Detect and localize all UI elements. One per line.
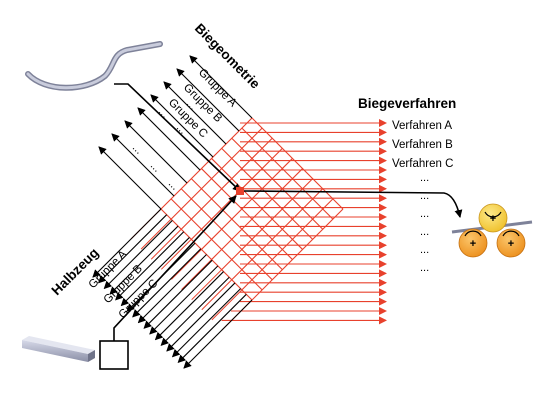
raw-material-bar-image (22, 336, 95, 362)
halbzeug-arrow-15 (177, 293, 247, 364)
halbzeug-arrow-12 (160, 276, 230, 346)
grid-extension (150, 228, 182, 260)
grid-extension (211, 289, 243, 321)
svg-text:...: ... (420, 190, 429, 202)
halbzeug-arrow-9 (143, 259, 213, 329)
grid-extension (140, 218, 172, 250)
roller-top-sign: + (490, 213, 496, 225)
geometry-arrow-1 (111, 133, 175, 197)
geometry-arrow-0 (98, 146, 162, 210)
grid-line (251, 117, 344, 210)
grid-line (180, 188, 273, 281)
geometry-arrow-2 (124, 120, 188, 184)
verfahren-b: Verfahren B (392, 139, 453, 151)
grid-line (231, 137, 324, 230)
grid-line (201, 168, 293, 260)
selected-node (236, 187, 244, 195)
geometry-arrow-7 (189, 55, 253, 119)
grid-line (180, 137, 273, 230)
grid-extension (171, 249, 202, 280)
geometry-arrow-6 (176, 68, 240, 132)
grid-line (211, 168, 303, 260)
geometry-arrow-5 (163, 81, 227, 145)
bending-rollers-image: + + + (451, 203, 533, 258)
grid-line (201, 158, 293, 250)
grid-line (211, 158, 303, 250)
halbzeug-arrow-7 (132, 248, 202, 318)
svg-text:...: ... (420, 262, 429, 274)
svg-text:...: ... (420, 208, 429, 220)
halbzeug-arrow-13 (166, 282, 236, 352)
svg-text:...: ... (420, 226, 429, 238)
geometry-arrow-4 (150, 94, 214, 158)
grid-extension (181, 259, 212, 290)
halbzeug-arrow-16 (183, 299, 253, 369)
halbzeug-arrow-5 (120, 237, 190, 307)
halbzeug-arrow-14 (171, 288, 242, 358)
grid-extension (191, 269, 223, 301)
verfahren-a: Verfahren A (392, 120, 452, 132)
halbzeug-arrow-0 (92, 208, 162, 278)
grid-line (231, 188, 324, 281)
halbzeug-arrow-2 (103, 219, 173, 290)
grid-line (160, 117, 253, 210)
geometry-arrow-3 (137, 107, 201, 171)
selection-path (113, 83, 463, 341)
grid-line (221, 147, 314, 240)
matrix-grid (130, 117, 387, 331)
svg-text:...: ... (420, 244, 429, 256)
grid-line (170, 198, 263, 291)
verfahren-c: Verfahren C (392, 158, 453, 170)
halbzeug-arrows (92, 55, 253, 369)
grid-line (170, 127, 263, 220)
grid-line (241, 127, 334, 220)
svg-text:...: ... (420, 172, 429, 184)
halbzeug-arrow-11 (154, 271, 224, 341)
grid-line (221, 178, 314, 271)
halbzeug-arrow-1 (97, 214, 168, 284)
verfahren-ellipsis: ... ... ... ... ... ... (420, 172, 429, 274)
roller-right-sign: + (508, 238, 514, 250)
grid-extension (201, 279, 233, 311)
grid-line (241, 198, 334, 291)
bent-profile-image (25, 41, 163, 91)
halbzeug-selection-box (99, 340, 129, 370)
halbzeug-arrow-8 (137, 254, 207, 324)
grid-extension (160, 238, 192, 270)
roller-left-sign: + (470, 238, 476, 250)
halbzeug-arrow-10 (149, 265, 219, 335)
title-biegeverfahren: Biegeverfahren (358, 96, 456, 111)
halbzeug-arrow-3 (109, 225, 179, 295)
halbzeug-arrow-4 (115, 231, 185, 301)
